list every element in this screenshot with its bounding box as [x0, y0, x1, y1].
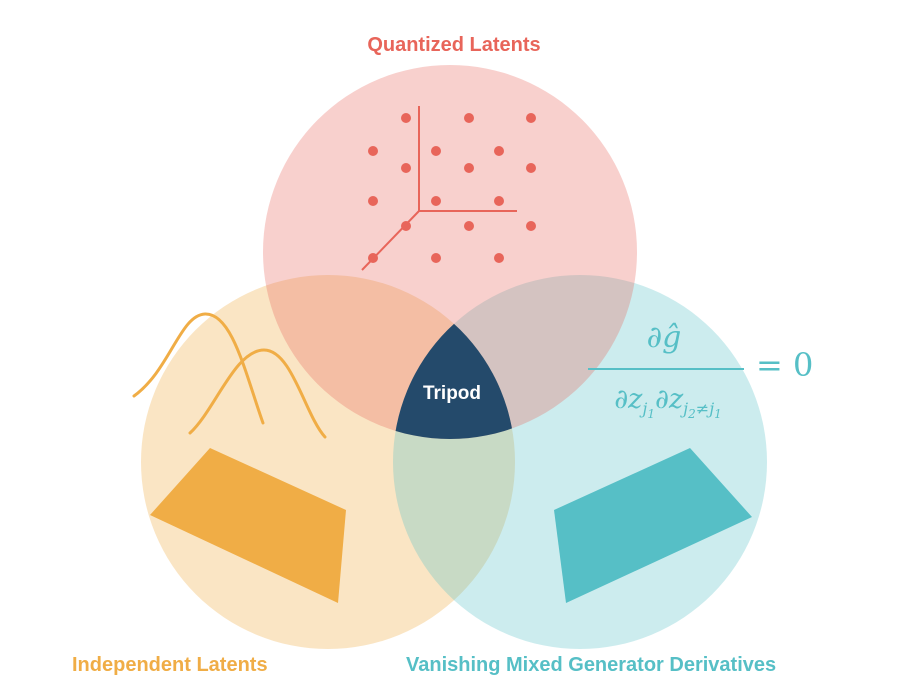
equation-denominator-part: ∂z: [654, 384, 684, 415]
lattice-point: [431, 196, 441, 206]
lattice-point: [526, 163, 536, 173]
equation-equals-zero: = 0: [756, 346, 814, 384]
lattice-point: [494, 196, 504, 206]
equation-denominator-part: ∂z: [614, 384, 643, 415]
label-tripod: Tripod: [422, 383, 482, 404]
lattice-point: [464, 163, 474, 173]
vanishing-parallelogram: [554, 448, 752, 603]
equation-subsubscript: 1: [714, 407, 722, 422]
lattice-points: [368, 113, 536, 263]
equation-subscript: ≠j: [695, 399, 715, 419]
lattice-point: [401, 113, 411, 123]
label-independent-latents: Independent Latents: [72, 654, 268, 676]
equation-numerator: ∂ĝ: [646, 320, 682, 355]
lattice-point: [368, 253, 378, 263]
independent-parallelogram: [150, 448, 346, 603]
circle-quantized-latents: [263, 65, 637, 439]
lattice-point: [464, 221, 474, 231]
bell-curves: [132, 312, 327, 439]
lattice-point: [494, 253, 504, 263]
lattice-point: [431, 253, 441, 263]
equation-subscript: j: [642, 399, 648, 419]
bell-curve: [188, 348, 327, 439]
lattice-point: [526, 113, 536, 123]
equation-subsubscript: 2: [688, 407, 696, 422]
lattice-point: [401, 163, 411, 173]
bell-curve: [132, 312, 265, 425]
label-vanishing-derivatives: Vanishing Mixed Generator Derivatives: [406, 654, 777, 676]
lattice-point: [431, 146, 441, 156]
label-quantized-latents: Quantized Latents: [367, 34, 541, 56]
lattice-point: [368, 146, 378, 156]
lattice-point: [368, 196, 378, 206]
lattice-point: [526, 221, 536, 231]
lattice-point: [401, 221, 411, 231]
equation-subscript: j: [683, 399, 689, 419]
equation-denominator: ∂zj1∂zj2≠j1: [614, 384, 722, 422]
equation-subsubscript: 1: [647, 407, 655, 422]
lattice-point: [464, 113, 474, 123]
lattice-point: [494, 146, 504, 156]
tripod-region: [393, 275, 515, 439]
